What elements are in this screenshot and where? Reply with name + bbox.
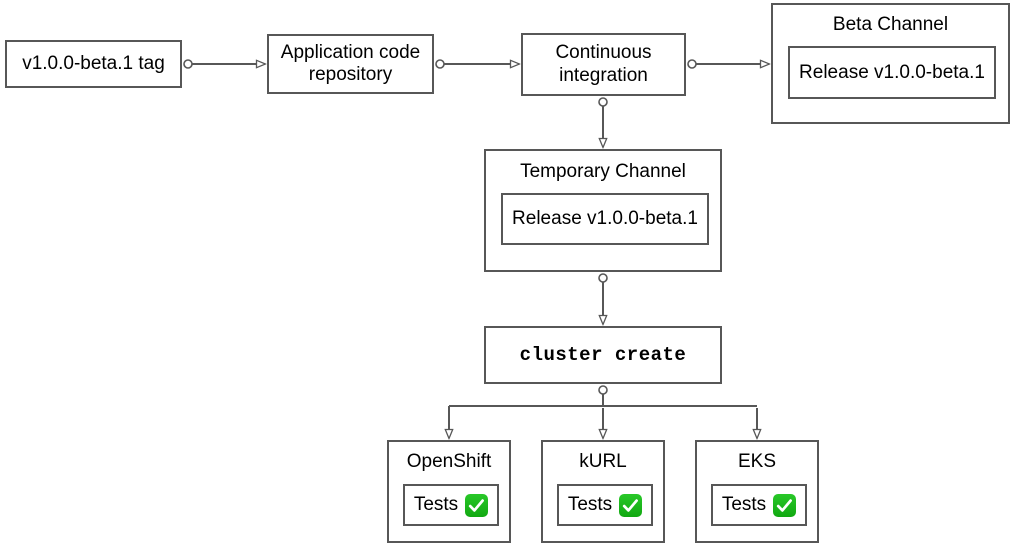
node-beta-channel[interactable]: Beta Channel Release v1.0.0-beta.1 — [771, 3, 1010, 124]
node-beta-channel-release[interactable]: Release v1.0.0-beta.1 — [788, 46, 996, 99]
node-cluster-create[interactable]: cluster create — [484, 326, 722, 384]
node-beta-channel-title: Beta Channel — [832, 14, 949, 35]
node-target-eks[interactable]: EKS Tests — [695, 440, 819, 543]
node-application-code-repository-label: Application code repository — [280, 41, 421, 85]
edge-ci-to-beta-channel — [687, 59, 769, 69]
white-check-mark-icon — [465, 493, 489, 517]
node-target-kurl-title: kURL — [579, 451, 627, 472]
node-target-openshift-title: OpenShift — [406, 451, 492, 472]
edge-repo-to-ci — [435, 59, 519, 69]
node-target-openshift[interactable]: OpenShift Tests — [387, 440, 511, 543]
edge-cluster-create-to-targets — [449, 385, 757, 438]
node-beta-channel-release-label: Release v1.0.0-beta.1 — [799, 61, 985, 83]
white-check-mark-icon — [773, 493, 797, 517]
white-check-mark-icon — [619, 493, 643, 517]
node-version-tag-label: v1.0.0-beta.1 tag — [22, 52, 165, 74]
node-version-tag[interactable]: v1.0.0-beta.1 tag — [5, 40, 182, 88]
node-target-openshift-tests-label: Tests — [413, 494, 459, 515]
edge-temporary-channel-to-cluster-create — [598, 273, 608, 324]
node-target-eks-tests-label: Tests — [721, 494, 767, 515]
node-target-kurl[interactable]: kURL Tests — [541, 440, 665, 543]
node-application-code-repository[interactable]: Application code repository — [267, 34, 434, 94]
node-continuous-integration[interactable]: Continuous integration — [521, 33, 686, 96]
node-target-eks-tests[interactable]: Tests — [711, 484, 807, 526]
node-cluster-create-label: cluster create — [519, 343, 687, 366]
node-target-openshift-tests[interactable]: Tests — [403, 484, 499, 526]
node-temporary-channel[interactable]: Temporary Channel Release v1.0.0-beta.1 — [484, 149, 722, 272]
node-target-eks-title: EKS — [737, 451, 777, 472]
edge-tag-to-repo — [183, 59, 265, 69]
node-target-kurl-tests-label: Tests — [567, 494, 613, 515]
node-temporary-channel-release-label: Release v1.0.0-beta.1 — [512, 208, 698, 229]
node-temporary-channel-title: Temporary Channel — [520, 161, 686, 182]
node-target-kurl-tests[interactable]: Tests — [557, 484, 653, 526]
node-temporary-channel-release[interactable]: Release v1.0.0-beta.1 — [501, 193, 709, 245]
edge-ci-to-temporary-channel — [598, 97, 608, 147]
node-continuous-integration-label: Continuous integration — [555, 42, 652, 86]
